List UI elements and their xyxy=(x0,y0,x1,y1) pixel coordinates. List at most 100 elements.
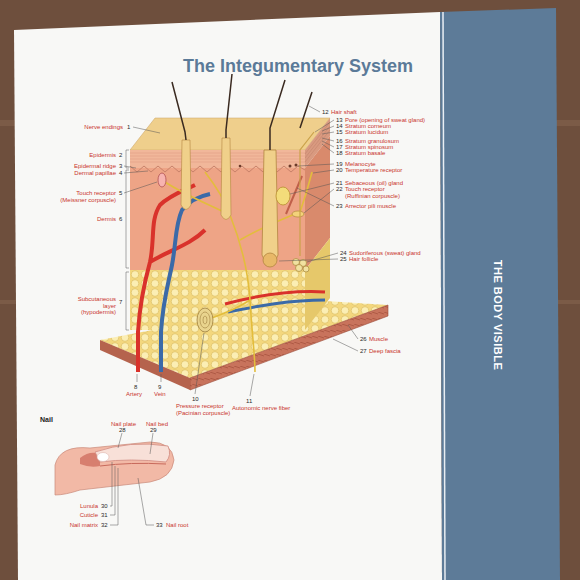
inset-heading: Nail xyxy=(40,416,53,424)
illustration-part xyxy=(197,308,213,332)
illustration-part xyxy=(304,189,334,213)
callout-number: 15 xyxy=(336,129,343,136)
illustration-part xyxy=(322,138,334,141)
illustration-part xyxy=(262,150,278,265)
callout-number: 27 xyxy=(360,348,367,355)
illustration-part xyxy=(322,126,334,131)
callout-number: 22 xyxy=(336,186,343,193)
callout-number: 21 xyxy=(336,180,343,187)
part-name: Muscle xyxy=(369,336,388,343)
illustration-part xyxy=(130,150,305,168)
illustration-part xyxy=(289,165,292,168)
callout-number: 20 xyxy=(336,167,343,174)
illustration-part xyxy=(124,171,148,173)
page-title: The Integumentary System xyxy=(183,56,413,77)
callout-number: 11 xyxy=(246,398,252,405)
illustration-part xyxy=(130,159,305,160)
illustration-part xyxy=(305,238,330,330)
illustration-part xyxy=(130,153,305,154)
callout-number: 10 xyxy=(192,396,199,403)
illustration-part xyxy=(443,12,445,580)
illustration-part xyxy=(239,165,242,168)
illustration-part xyxy=(300,132,314,256)
illustration-part xyxy=(203,316,207,324)
illustration-part xyxy=(118,433,122,448)
illustration-part xyxy=(303,266,309,272)
callout-number: 2 xyxy=(119,152,122,159)
skin-block xyxy=(130,118,330,330)
part-name: Cuticle xyxy=(80,512,98,519)
illustration-part xyxy=(110,466,115,515)
callout-number: 30 xyxy=(101,503,108,510)
illustration-part xyxy=(14,12,442,580)
part-name: Stratum spinosum xyxy=(345,144,393,151)
illustration-part xyxy=(126,170,129,268)
illustration-part xyxy=(161,374,162,382)
callout-number: 7 xyxy=(119,299,122,306)
illustration-part xyxy=(97,453,109,462)
part-name: Touch receptor (Meissner corpuscle) xyxy=(60,190,116,203)
illustration-part xyxy=(298,164,334,166)
callout-number: 29 xyxy=(150,427,157,434)
illustration-part xyxy=(130,156,305,157)
illustration-part xyxy=(348,325,358,339)
part-name: Pore (opening of sweat gland) xyxy=(345,117,425,124)
illustration-part xyxy=(295,164,298,167)
callout-number: 4 xyxy=(119,170,122,177)
callout-number: 9 xyxy=(158,384,161,391)
part-name: Nail matrix xyxy=(70,522,98,529)
structures xyxy=(138,74,325,372)
callout-number: 14 xyxy=(336,123,343,130)
part-name: Nerve endings xyxy=(84,124,123,131)
illustration-part xyxy=(126,272,129,330)
callout-number: 19 xyxy=(336,161,343,168)
callout-number: 28 xyxy=(119,427,126,434)
part-name: Lunula xyxy=(80,503,98,510)
illustration-part xyxy=(124,166,136,168)
part-name: Dermal papillae xyxy=(74,170,116,177)
illustration-part xyxy=(250,374,254,396)
illustration-part xyxy=(290,183,334,194)
callout-number: 6 xyxy=(119,216,122,223)
illustration-part xyxy=(315,120,334,132)
illustration-part xyxy=(292,211,304,217)
illustration-part xyxy=(322,132,334,134)
illustration-part xyxy=(161,194,210,372)
part-name: Stratum lucidum xyxy=(345,129,388,136)
callout-number: 32 xyxy=(101,522,108,529)
illustration-part xyxy=(181,140,191,210)
callout-number: 8 xyxy=(134,384,137,391)
callout-number: 16 xyxy=(336,138,343,145)
illustration-part xyxy=(322,144,334,153)
part-name: Nail bed xyxy=(146,421,168,428)
illustration-part xyxy=(296,265,303,272)
part-name: Sebaceous (oil) gland xyxy=(345,180,403,187)
illustration-part xyxy=(228,300,325,312)
part-name: Epidermal ridge xyxy=(74,163,116,170)
callout-number: 17 xyxy=(336,144,343,151)
callout-number: 18 xyxy=(336,150,343,157)
callout-number: 5 xyxy=(119,190,122,197)
part-name: Melanocyte xyxy=(345,161,376,168)
callout-number: 31 xyxy=(101,512,108,519)
nail-drawing xyxy=(55,442,174,495)
illustration-part xyxy=(95,444,170,462)
callout-number: 13 xyxy=(336,117,343,124)
illustration-part xyxy=(307,253,338,262)
part-name: Vein xyxy=(154,391,166,398)
illustration-part xyxy=(195,333,204,394)
part-name: Arrector pili muscle xyxy=(345,203,396,210)
illustration-part xyxy=(333,339,358,351)
section-tab: THE BODY VISIBLE xyxy=(492,260,504,370)
part-name: Deep fascia xyxy=(369,348,401,355)
illustration-part xyxy=(110,468,118,525)
part-name: Nail plate xyxy=(111,421,136,428)
illustration-part xyxy=(126,150,129,168)
part-name: Autonomic nerve fiber xyxy=(232,405,290,412)
illustration-part xyxy=(279,259,338,261)
illustration-part xyxy=(200,312,210,328)
illustration-part xyxy=(110,462,112,506)
